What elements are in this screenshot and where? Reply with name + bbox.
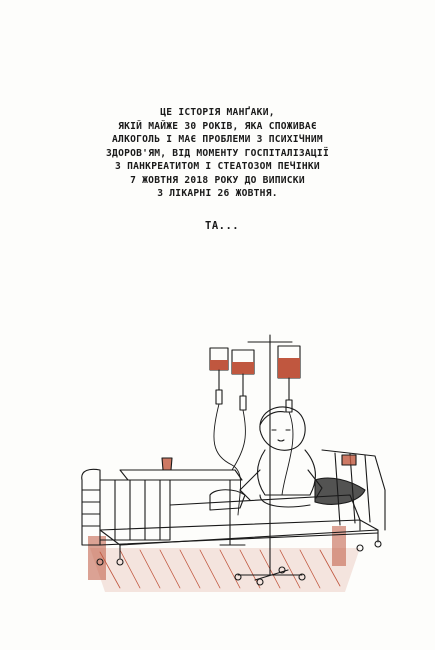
narration-ellipsis: ТА... (205, 220, 240, 232)
bed-headboard (81, 468, 101, 546)
floor-shadow (88, 526, 360, 592)
iv-bags (209, 345, 301, 413)
narration-line-1: ЦЕ ІСТОРІЯ МАНҐАКИ, (160, 107, 275, 118)
narration-line-3: АЛКОГОЛЬ І МАЄ ПРОБЛЕМИ З ПСИХІЧНИМ (112, 134, 323, 145)
bed-side-rail (99, 479, 171, 541)
narration-text-block: ЦЕ ІСТОРІЯ МАНҐАКИ, ЯКІЙ МАЙЖЕ 30 РОКІВ,… (60, 106, 375, 201)
overbed-table (119, 457, 246, 546)
iv-tubes (213, 403, 294, 516)
iv-pole (234, 334, 306, 586)
hospital-bed-illustration (81, 334, 386, 592)
narration-line-6: 7 ЖОВТНЯ 2018 РОКУ ДО ВИПИСКИ (130, 174, 305, 186)
narration-line-7: З ЛІКАРНІ 26 ЖОВТНЯ. (157, 188, 278, 199)
narration-line-4: ЗДОРОВ'ЯМ, ВІД МОМЕНТУ ГОСПІТАЛІЗАЦІЇ (106, 147, 329, 159)
patient-figure (209, 406, 366, 511)
narration-line-2: ЯКІЙ МАЙЖЕ 30 РОКІВ, ЯКА СПОЖИВАЄ (118, 120, 317, 132)
bed-frame (96, 494, 382, 566)
narration-line-5: З ПАНКРЕАТИТОМ І СТЕАТОЗОМ ПЕЧІНКИ (115, 161, 320, 172)
bed-footboard (321, 449, 386, 531)
